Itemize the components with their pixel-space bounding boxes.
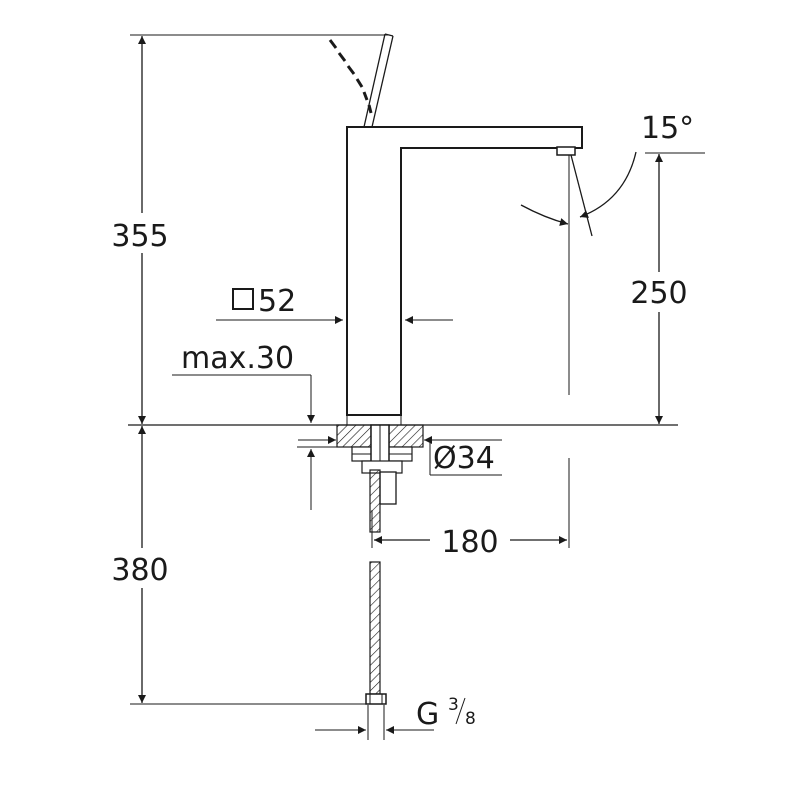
aerator [556,146,576,156]
dimension-52 [216,288,453,324]
supply-hose [369,561,381,695]
spout-reach-label: 180 [441,525,498,560]
max-thickness-label: max.30 [181,341,294,376]
hole-diameter-label: Ø34 [433,441,495,476]
lever-handle [328,33,394,128]
connection-g-label: G [416,697,439,732]
dimension-connection [315,705,434,740]
connection-denominator: 8 [465,709,476,729]
water-stream-angle [520,151,637,395]
angle-label: 15° [641,111,694,146]
square-symbol [232,288,254,310]
dimension-34 [424,436,502,476]
spout-height-label: 250 [630,276,687,311]
dimension-250 [624,152,705,424]
total-height-label: 355 [111,219,168,254]
dimension-180 [371,458,570,560]
mounting-assembly [336,424,424,533]
connection-numerator: 3 [448,695,459,715]
fraction-slash [455,697,466,725]
dimension-380 [104,426,368,705]
dimension-355 [104,34,390,424]
connector-nut [365,693,387,705]
hose-length-label: 380 [111,553,168,588]
dimension-max30 [172,374,337,510]
body-width-label: 52 [258,284,296,319]
faucet-body [346,126,583,416]
